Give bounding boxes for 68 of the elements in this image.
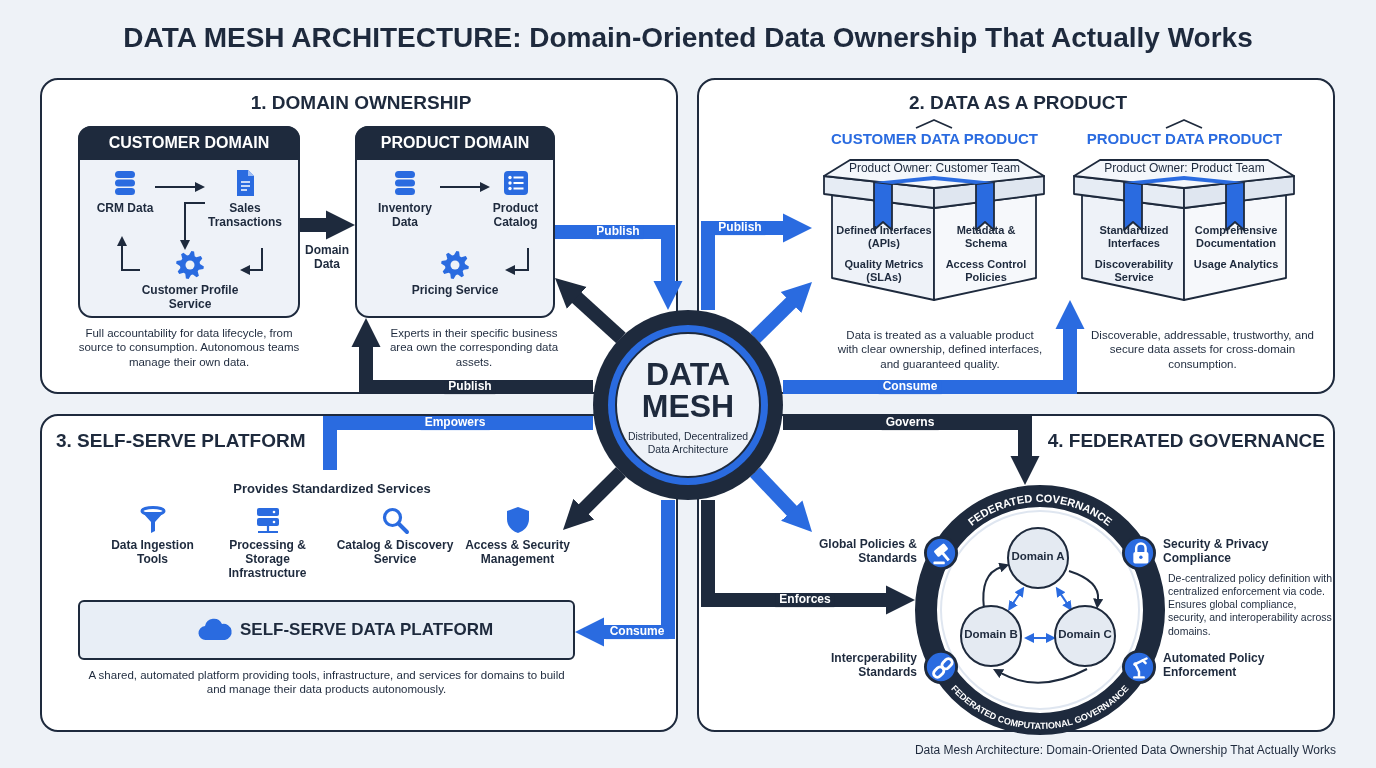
- subheading: Provides Standardized Services: [232, 482, 432, 497]
- policy-label: Security & Privacy Compliance: [1163, 538, 1270, 566]
- item-label: Product Catalog: [491, 202, 540, 230]
- product-title: PRODUCT DATA PRODUCT: [1085, 130, 1284, 148]
- hub-subtitle: Distributed, Decentralized Data Architecture: [626, 430, 750, 456]
- item-label: Inventory Data: [377, 202, 433, 230]
- flow-arrow: [555, 278, 626, 344]
- domain-card: [78, 126, 300, 318]
- feature-label: Access Control Policies: [944, 258, 1028, 284]
- section-heading: 4. FEDERATED GOVERNANCE: [1046, 430, 1325, 452]
- double-arrow: [1055, 586, 1072, 611]
- description-text: De-centralized policy definition with centralized enforcement via code. Ensures global compliance, security, and interoperability across domains.: [1168, 572, 1333, 638]
- circle-label: Domain B: [963, 628, 1019, 642]
- flow-arrow: [783, 300, 1085, 394]
- arrow: [505, 247, 529, 275]
- policy-label: Global Policies & Standards: [817, 538, 917, 566]
- flow-arrow: [351, 318, 593, 394]
- feature-label: Usage Analytics: [1192, 258, 1280, 271]
- domain-header: PRODUCT DOMAIN: [355, 126, 555, 160]
- item-label: Pricing Service: [410, 284, 500, 298]
- description-text: Data is treated as a valuable product with clear ownership, defined interfaces, and guaranteed quality.: [836, 328, 1044, 372]
- item-label: Catalog & Discovery Service: [335, 539, 455, 567]
- arrow: [117, 236, 141, 271]
- feature-label: Defined Interfaces (APIs): [835, 224, 933, 250]
- arrow: [180, 202, 206, 250]
- section-heading: 2. DATA AS A PRODUCT: [907, 92, 1129, 114]
- section-heading: 3. SELF-SERVE PLATFORM: [56, 430, 307, 452]
- arrow: [240, 247, 263, 275]
- feature-label: Comprehensive Documentation: [1193, 224, 1279, 250]
- item-label: Data Ingestion Tools: [110, 539, 195, 567]
- item-label: Access & Security Management: [464, 539, 571, 567]
- item-label: Sales Transactions: [207, 202, 283, 230]
- feature-label: Quality Metrics (SLAs): [843, 258, 925, 284]
- circle-label: Domain A: [1010, 550, 1066, 564]
- domain-header: CUSTOMER DOMAIN: [78, 126, 300, 160]
- domain-card: [355, 126, 555, 318]
- item-label: Processing & Storage Infrastructure: [227, 539, 308, 581]
- description-text: Full accountability for data lifecycle, from source to consumption. Autonomous teams manage their own data.: [78, 326, 300, 370]
- arrow: [992, 668, 1088, 684]
- feature-label: Standardized Interfaces: [1098, 224, 1170, 250]
- double-arrow: [1008, 586, 1025, 611]
- platform-bar: [78, 600, 575, 660]
- item-label: Customer Profile Service: [140, 284, 240, 312]
- product-title: CUSTOMER DATA PRODUCT: [830, 130, 1039, 148]
- flow-arrow: [300, 210, 355, 240]
- description-text: Discoverable, addressable, trustworthy, and secure data assets for cross-domain consumption.: [1090, 328, 1315, 372]
- double-arrow: [1024, 633, 1056, 643]
- product-owner: Product Owner: Customer Team: [847, 162, 1022, 176]
- flow-arrow: [563, 467, 626, 530]
- flow-arrow: [750, 282, 812, 343]
- product-owner: Product Owner: Product Team: [1103, 162, 1266, 176]
- feature-label: Discoverability Service: [1093, 258, 1175, 284]
- description-text: A shared, automated platform providing tools, infrastructure, and services for domains to build and manage their data products autonomously.: [87, 668, 566, 697]
- diagram-title: DATA MESH ARCHITECTURE: Domain-Oriented Data Ownership That Actually Works: [122, 22, 1254, 55]
- description-text: Experts in their specific business area own the corresponding data assets.: [388, 326, 560, 370]
- item-label: CRM Data: [95, 202, 155, 216]
- arrow: [439, 182, 490, 192]
- circle-label: Domain C: [1057, 628, 1113, 642]
- hub-title: DATA MESH: [640, 358, 736, 422]
- platform-label: SELF-SERVE DATA PLATFORM: [240, 620, 495, 640]
- section-heading: 1. DOMAIN OWNERSHIP: [249, 92, 473, 114]
- policy-label: Intercperability Standards: [829, 652, 917, 680]
- flow-arrow: [749, 467, 812, 532]
- caption: Data Mesh Architecture: Domain-Oriented Data Ownership That Actually Works: [913, 744, 1336, 758]
- policy-label: Automated Policy Enforcement: [1163, 652, 1266, 680]
- arrow: [1068, 570, 1104, 609]
- arrow: [154, 182, 205, 192]
- edge-label: Domain Data: [304, 244, 350, 272]
